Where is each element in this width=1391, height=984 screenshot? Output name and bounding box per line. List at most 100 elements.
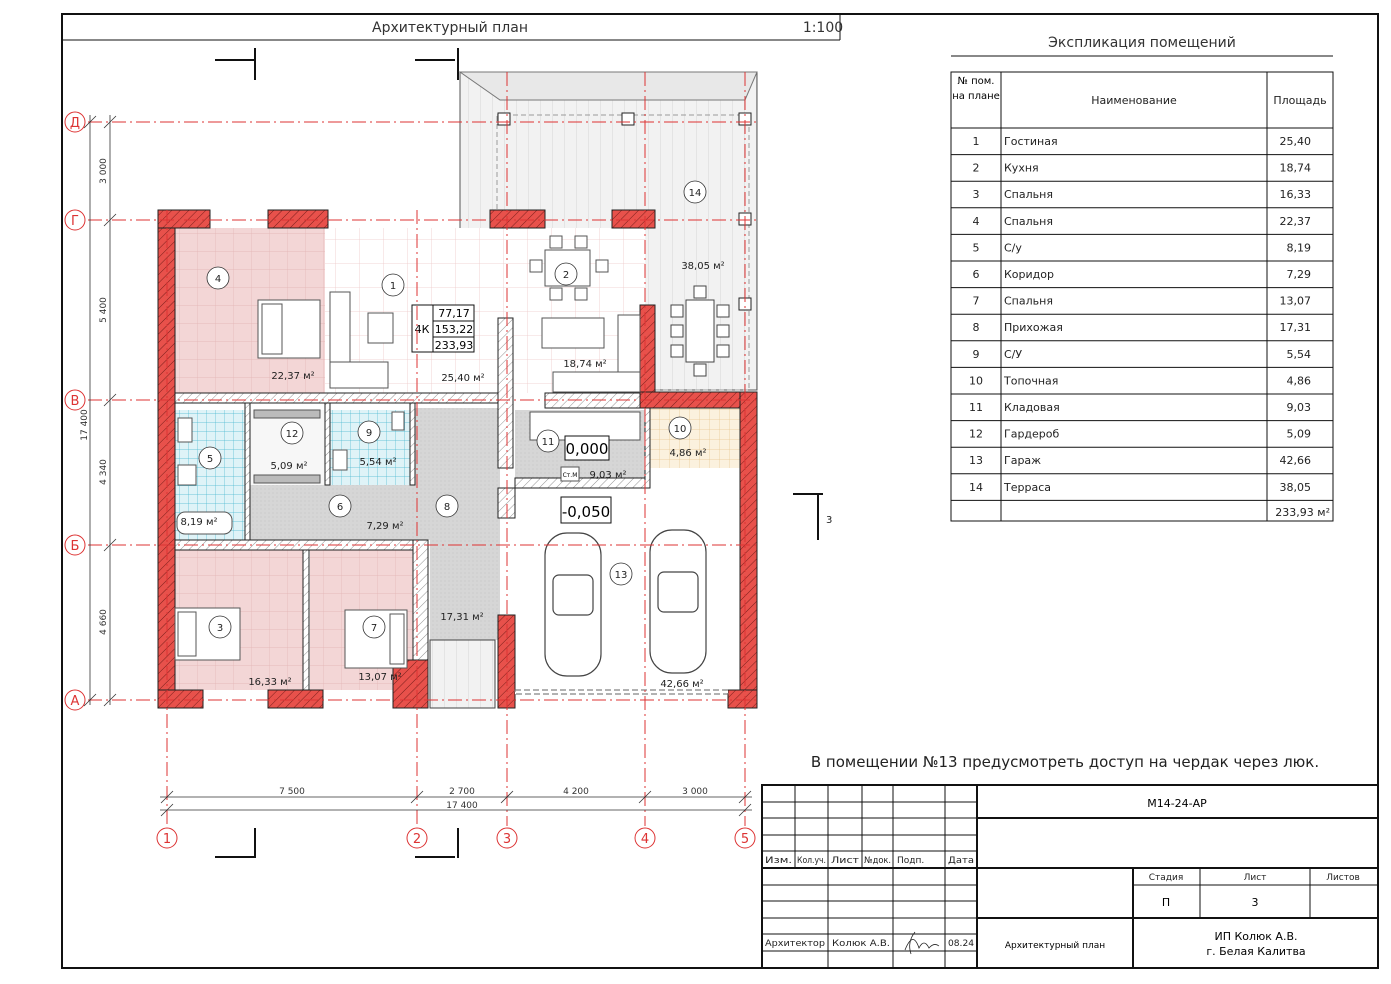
dimension-labels-bottom: 7 500 2 700 4 200 3 000 17 400 — [279, 787, 708, 811]
entry-steps — [429, 639, 496, 709]
svg-text:233,93: 233,93 — [435, 339, 474, 352]
svg-text:10: 10 — [674, 424, 687, 435]
svg-text:3: 3 — [1252, 896, 1259, 909]
svg-text:Д: Д — [70, 116, 80, 131]
svg-text:17 400: 17 400 — [80, 409, 90, 441]
corridor-floor — [248, 408, 500, 640]
svg-text:17 400: 17 400 — [446, 801, 478, 811]
explication-room-area: 5,54 — [1287, 348, 1312, 361]
plan-title: Архитектурный план — [372, 20, 528, 36]
garage-cars — [544, 529, 707, 677]
explication-total: 233,93 м² — [1275, 506, 1330, 519]
svg-text:6: 6 — [337, 502, 343, 513]
explication-room-area: 5,09 — [1287, 428, 1312, 441]
svg-text:17,31 м²: 17,31 м² — [440, 612, 483, 623]
explication-room-number: 7 — [973, 295, 980, 308]
dimension-labels-left: 3 000 5 400 4 340 4 660 17 400 — [80, 158, 109, 635]
explication-room-number: 11 — [969, 401, 983, 414]
explication-room-area: 25,40 — [1280, 135, 1312, 148]
explication-room-area: 38,05 — [1280, 481, 1312, 494]
svg-text:25,40 м²: 25,40 м² — [441, 373, 484, 384]
explication-room-area: 16,33 — [1280, 188, 1312, 201]
explication-room-number: 9 — [973, 348, 980, 361]
svg-text:Лист: Лист — [1244, 873, 1267, 883]
svg-text:г. Белая Калитва: г. Белая Калитва — [1206, 945, 1305, 958]
explication-room-name: Кухня — [1004, 162, 1039, 175]
axis-bubbles-horizontal: Д Г В Б А — [64, 111, 86, 711]
svg-text:5,54 м²: 5,54 м² — [360, 457, 397, 468]
terrace-roof-edge — [458, 71, 758, 101]
svg-text:Колюк А.В.: Колюк А.В. — [832, 939, 890, 949]
svg-text:7,29 м²: 7,29 м² — [367, 521, 404, 532]
svg-text:Подп.: Подп. — [897, 856, 924, 866]
explication-room-name: Спальня — [1004, 295, 1053, 308]
svg-text:3: 3 — [503, 832, 511, 847]
boiler-tag: Ст.М — [563, 472, 578, 479]
explication-room-name: Гардероб — [1004, 428, 1060, 441]
svg-text:4 340: 4 340 — [99, 459, 109, 485]
explication-room-number: 13 — [969, 454, 983, 467]
svg-text:2: 2 — [563, 270, 569, 281]
header-room-number: № пом. на плане — [952, 76, 1000, 102]
svg-text:1: 1 — [390, 281, 396, 292]
title-block: Изм. Кол.уч. Лист №док. Подп. Дата Архит… — [761, 784, 1379, 969]
svg-text:9: 9 — [366, 428, 372, 439]
room-10-floor — [650, 408, 740, 468]
svg-text:9,03 м²: 9,03 м² — [590, 470, 627, 481]
explication-title: Экспликация помещений — [1048, 35, 1236, 51]
explication-room-number: 8 — [973, 321, 980, 334]
svg-text:Кол.уч.: Кол.уч. — [797, 856, 826, 866]
header-name: Наименование — [1091, 94, 1177, 107]
explication-room-number: 12 — [969, 428, 983, 441]
svg-text:ИП Колюк А.В.: ИП Колюк А.В. — [1214, 930, 1297, 943]
svg-text:2: 2 — [413, 832, 421, 847]
svg-text:5 400: 5 400 — [99, 297, 109, 323]
svg-text:Дата: Дата — [948, 856, 974, 866]
svg-text:Б: Б — [71, 539, 80, 554]
plan-scale: 1:100 — [803, 20, 843, 36]
svg-text:М14-24-АР: М14-24-АР — [1147, 797, 1207, 810]
furniture — [174, 235, 641, 669]
svg-text:13,07 м²: 13,07 м² — [358, 672, 401, 683]
header-area: Площадь — [1273, 94, 1326, 107]
svg-text:5: 5 — [207, 454, 213, 465]
svg-text:3 000: 3 000 — [682, 787, 708, 797]
svg-text:3 000: 3 000 — [99, 158, 109, 184]
exterior-walls — [157, 209, 758, 709]
svg-text:№док.: №док. — [864, 856, 891, 866]
explication-room-name: Коридор — [1004, 268, 1054, 281]
svg-text:42,66 м²: 42,66 м² — [660, 679, 703, 690]
svg-text:77,17: 77,17 — [438, 307, 470, 320]
explication-room-area: 9,03 — [1287, 401, 1312, 414]
svg-text:П: П — [1162, 896, 1170, 909]
explication-room-name: Прихожая — [1004, 321, 1063, 334]
svg-text:Листов: Листов — [1326, 873, 1360, 883]
attic-note: В помещении №13 предусмотреть доступ на … — [811, 753, 1319, 771]
explication-room-name: С/у — [1004, 241, 1022, 254]
explication-room-name: Топочная — [1003, 374, 1058, 387]
explication-room-name: Спальня — [1004, 188, 1053, 201]
svg-text:7: 7 — [371, 623, 377, 634]
explication-room-number: 4 — [973, 215, 980, 228]
explication-room-number: 2 — [973, 162, 980, 175]
svg-text:16,33 м²: 16,33 м² — [248, 677, 291, 688]
explication-room-area: 7,29 — [1287, 268, 1312, 281]
explication-room-area: 42,66 — [1280, 454, 1312, 467]
sheet-frame — [61, 13, 1379, 969]
svg-text:8: 8 — [444, 502, 450, 513]
explication-room-name: Терраса — [1003, 481, 1051, 494]
explication-room-number: 14 — [969, 481, 983, 494]
room-12-floor — [248, 410, 328, 485]
terrace-dining-table — [670, 285, 730, 377]
explication-room-number: 10 — [969, 374, 983, 387]
svg-text:4 660: 4 660 — [99, 609, 109, 635]
section-cut-marks — [215, 48, 823, 858]
svg-text:3: 3 — [217, 623, 223, 634]
explication-room-area: 22,37 — [1280, 215, 1312, 228]
svg-text:7 500: 7 500 — [279, 787, 305, 797]
explication-room-name: Кладовая — [1004, 401, 1060, 414]
garage-gate — [514, 689, 729, 695]
explication-room-area: 8,19 — [1287, 241, 1312, 254]
axis-bubbles-vertical: 1 2 3 4 5 — [156, 827, 756, 849]
